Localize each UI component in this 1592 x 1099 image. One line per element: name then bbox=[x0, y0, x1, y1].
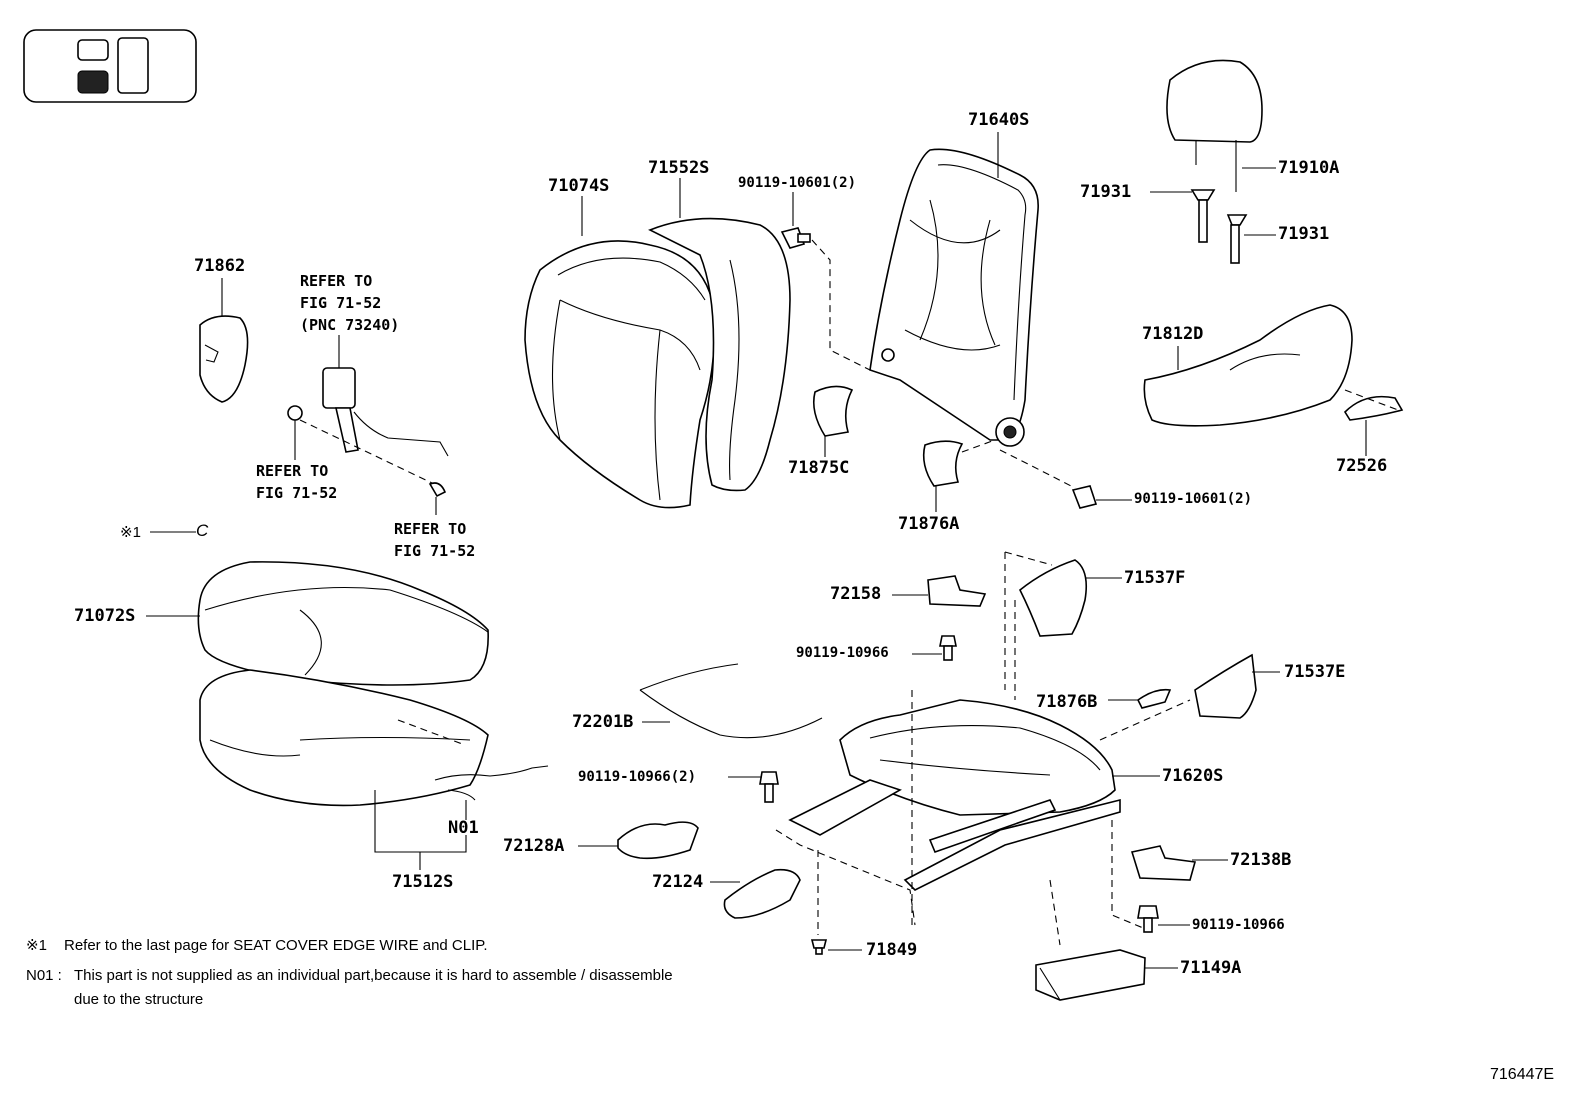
bracket-72138B bbox=[1130, 845, 1197, 881]
cover-71149A bbox=[1035, 949, 1146, 1001]
part-label-90119-10966-pair: 90119-10966(2) bbox=[578, 769, 697, 785]
part-label-72201B: 72201B bbox=[572, 712, 634, 732]
seatback-frame-71640S bbox=[869, 148, 1039, 447]
part-label-72526: 72526 bbox=[1336, 456, 1388, 476]
knob-72526 bbox=[1343, 395, 1404, 421]
bolt-90119-10966-lower bbox=[1137, 905, 1159, 933]
pad-72128A bbox=[617, 821, 699, 860]
part-label-71862: 71862 bbox=[194, 256, 246, 276]
reference-seat-belt: REFER TO FIG 71-52 (PNC 73240) bbox=[300, 272, 400, 334]
cover-71537E bbox=[1194, 653, 1257, 719]
bracket-72158 bbox=[927, 575, 987, 607]
seatback-cover-71074S bbox=[524, 240, 716, 509]
headrest-guide-71931-a bbox=[1190, 189, 1216, 243]
side-shield-71812D bbox=[1143, 304, 1353, 427]
part-label-71876A: 71876A bbox=[898, 514, 960, 534]
part-label-71910A: 71910A bbox=[1278, 158, 1340, 178]
part-label-71849: 71849 bbox=[866, 940, 918, 960]
part-label-71149A: 71149A bbox=[1180, 958, 1242, 978]
seat-cushion-cover-71072S bbox=[197, 561, 489, 686]
part-label-71812D: 71812D bbox=[1142, 324, 1204, 344]
part-label-71552S: 71552S bbox=[648, 158, 710, 178]
cover-71537F bbox=[1018, 559, 1088, 637]
part-label-72158: 72158 bbox=[830, 584, 882, 604]
part-label-71931-a: 71931 bbox=[1080, 182, 1132, 202]
part-label-72128A: 72128A bbox=[503, 836, 565, 856]
bolt-90119-10966-pair bbox=[759, 771, 779, 803]
part-label-71640S: 71640S bbox=[968, 110, 1030, 130]
footnote-N01-marker: N01 : bbox=[26, 967, 62, 984]
clip-71849 bbox=[810, 939, 828, 955]
wire-72201B bbox=[639, 663, 823, 739]
footnote-1-marker: ※1 bbox=[26, 937, 47, 954]
part-label-90119-10966-lower: 90119-10966 bbox=[1192, 917, 1285, 933]
reference-anchor: REFER TO FIG 71-52 bbox=[256, 462, 338, 502]
part-label-71512S: 71512S bbox=[392, 872, 454, 892]
part-label-72138B: 72138B bbox=[1230, 850, 1292, 870]
part-label-90119-10601-top: 90119-10601(2) bbox=[738, 175, 857, 191]
part-label-90119-10966-upper: 90119-10966 bbox=[796, 645, 889, 661]
pad-72124 bbox=[723, 868, 801, 919]
part-label-N01: N01 bbox=[448, 818, 479, 838]
part-label-72124: 72124 bbox=[652, 872, 704, 892]
side-cover-71862 bbox=[199, 315, 249, 403]
reference-clip: REFER TO FIG 71-52 bbox=[394, 520, 476, 560]
seat-belt-buckle bbox=[287, 367, 449, 498]
footnote-N01-text-line2: due to the structure bbox=[74, 991, 204, 1008]
part-label-71620S: 71620S bbox=[1162, 766, 1224, 786]
part-label-90119-10601-bottom: 90119-10601(2) bbox=[1134, 491, 1253, 507]
wire-N01 bbox=[434, 765, 549, 801]
bolt-90119-10601-bottom bbox=[1071, 485, 1098, 509]
headrest-71910A bbox=[1166, 59, 1263, 192]
footnote-N01-text-line1: This part is not supplied as an individu… bbox=[74, 967, 673, 984]
edge-wire-marker-letter: C bbox=[196, 521, 209, 540]
figure-id: 716447E bbox=[1490, 1066, 1555, 1083]
part-label-71537F: 71537F bbox=[1124, 568, 1186, 588]
bolt-90119-10966-upper bbox=[939, 635, 957, 661]
bolt-90119-10601-top bbox=[780, 227, 811, 249]
footnote-marker-1: ※1 bbox=[120, 524, 141, 541]
part-label-71072S: 71072S bbox=[74, 606, 136, 626]
part-label-71931-b: 71931 bbox=[1278, 224, 1330, 244]
seatback-pad-71552S bbox=[648, 217, 791, 492]
part-label-71537E: 71537E bbox=[1284, 662, 1346, 682]
seat-locator-icon bbox=[23, 29, 197, 103]
cover-71876A bbox=[922, 440, 964, 487]
cover-71876B bbox=[1136, 688, 1172, 709]
footnote-1-text: Refer to the last page for SEAT COVER ED… bbox=[64, 937, 488, 954]
headrest-guide-71931-b bbox=[1226, 214, 1248, 264]
part-label-71074S: 71074S bbox=[548, 176, 610, 196]
seat-frame-71620S bbox=[788, 699, 1121, 891]
seat-cushion-pad-71512S bbox=[199, 669, 489, 807]
part-label-71876B: 71876B bbox=[1036, 692, 1098, 712]
cover-71875C bbox=[812, 385, 854, 437]
part-label-71875C: 71875C bbox=[788, 458, 850, 478]
